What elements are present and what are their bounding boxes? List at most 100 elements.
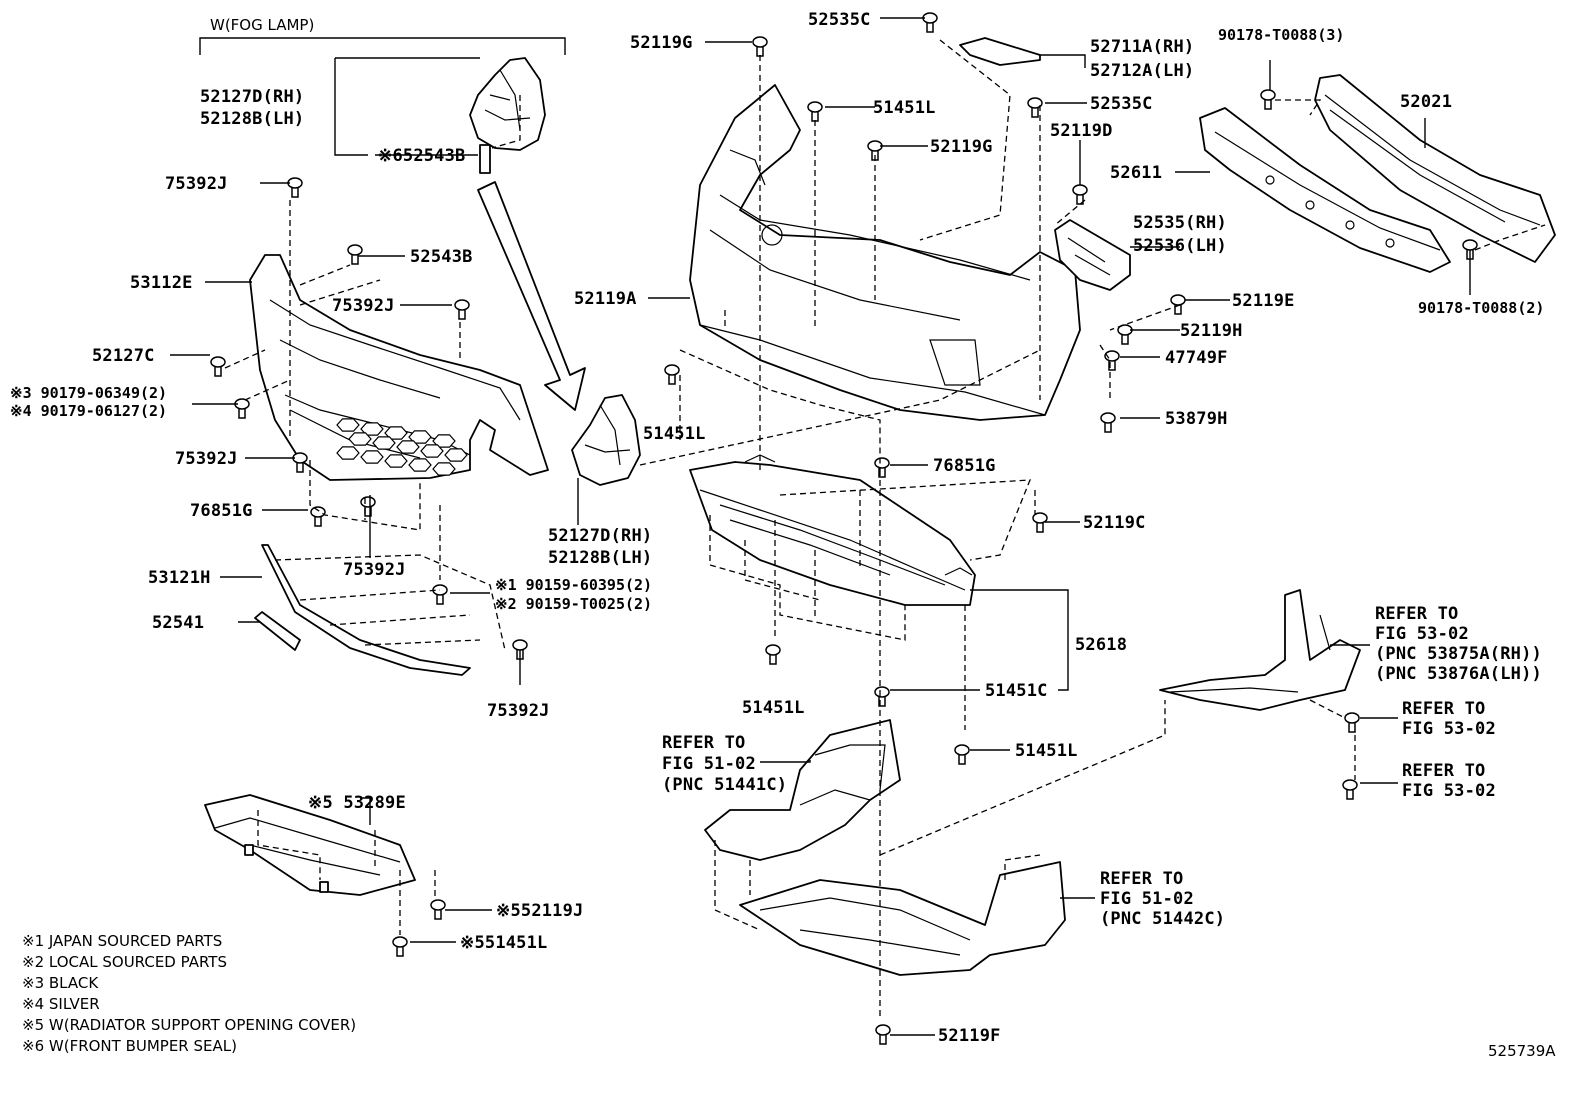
label-52128B-top[interactable]: 52128B(LH) (200, 109, 304, 129)
refer-text[interactable]: REFER TO (1375, 604, 1458, 624)
label-52119G-mid[interactable]: 52119G (930, 137, 993, 157)
label-52541[interactable]: 52541 (152, 613, 204, 633)
label-75392J-2[interactable]: 75392J (332, 296, 395, 316)
grille-honeycomb (336, 418, 468, 476)
label-51451L-top[interactable]: 51451L (873, 98, 936, 118)
refer-text[interactable]: FIG 53-02 (1402, 719, 1496, 739)
diagram-id: 525739A (1488, 1042, 1556, 1060)
label-52535[interactable]: 52535(RH) (1133, 213, 1227, 233)
label-52119G-top[interactable]: 52119G (630, 33, 693, 53)
label-52712A[interactable]: 52712A(LH) (1090, 61, 1194, 81)
fog-lamp-bezel-upper-drawing (469, 57, 546, 174)
label-52711A[interactable]: 52711A(RH) (1090, 37, 1194, 57)
fastener-clip (1027, 97, 1043, 118)
refer-text[interactable]: (PNC 53876A(LH)) (1375, 664, 1542, 684)
refer-text[interactable]: (PNC 51441C) (662, 775, 787, 795)
front-bumper-cover-drawing (689, 84, 1081, 421)
label-52543B-seal[interactable]: ※652543B (378, 146, 466, 166)
refer-text[interactable]: FIG 51-02 (1100, 889, 1194, 909)
label-52119D[interactable]: 52119D (1050, 121, 1113, 141)
label-51451L-mid[interactable]: 51451L (643, 424, 706, 444)
label-52119F[interactable]: 52119F (938, 1026, 1001, 1046)
fastener-clip (807, 101, 823, 122)
note-6: ※6 W(FRONT BUMPER SEAL) (22, 1037, 237, 1055)
grille-cell (420, 444, 444, 458)
grille-cell (444, 448, 468, 462)
label-52543B[interactable]: 52543B (410, 247, 473, 267)
label-52119A[interactable]: 52119A (574, 289, 637, 309)
label-52127C[interactable]: 52127C (92, 346, 155, 366)
label-47749F[interactable]: 47749F (1165, 348, 1228, 368)
fastener-clip (664, 364, 680, 385)
fog-lamp-group-label: W(FOG LAMP) (210, 16, 314, 34)
label-52021[interactable]: 52021 (1400, 92, 1452, 112)
note-1: ※1 JAPAN SOURCED PARTS (22, 932, 222, 950)
label-51451L-lower[interactable]: 51451L (742, 698, 805, 718)
fastener-clip (347, 244, 363, 265)
grille-cell (360, 422, 384, 436)
label-76851G-left[interactable]: 76851G (190, 501, 253, 521)
label-52536[interactable]: 52536(LH) (1133, 236, 1227, 256)
label-90178-T0088-3[interactable]: 90178-T0088(3) (1218, 26, 1344, 44)
grille-cell (384, 426, 408, 440)
label-52611[interactable]: 52611 (1110, 163, 1162, 183)
fastener-clip (875, 1024, 891, 1045)
label-90179-06127[interactable]: ※4 90179-06127(2) (10, 402, 167, 420)
label-52535C-top[interactable]: 52535C (808, 10, 871, 30)
refer-text[interactable]: (PNC 51442C) (1100, 909, 1225, 929)
label-52535C-right[interactable]: 52535C (1090, 94, 1153, 114)
label-90178-T0088-2[interactable]: 90178-T0088(2) (1418, 299, 1544, 317)
label-52119H[interactable]: 52119H (1180, 321, 1243, 341)
fastener-clip (1104, 350, 1120, 371)
fastener-clip (1032, 512, 1048, 533)
refer-text[interactable]: REFER TO (1402, 699, 1485, 719)
energy-absorber-drawing (1199, 107, 1451, 273)
fastener-clip (392, 936, 408, 957)
label-75392J-5[interactable]: 75392J (487, 701, 550, 721)
label-53121H[interactable]: 53121H (148, 568, 211, 588)
label-52119C[interactable]: 52119C (1083, 513, 1146, 533)
label-52119E[interactable]: 52119E (1232, 291, 1295, 311)
lower-moulding-drawing (254, 544, 471, 676)
upper-retainer-drawing (959, 37, 1041, 66)
lower-grille-drawing (249, 254, 549, 481)
label-53112E[interactable]: 53112E (130, 273, 193, 293)
side-bracket-drawing (1054, 219, 1131, 291)
fastener-clip (1170, 294, 1186, 315)
fastener-clip (1344, 712, 1360, 733)
label-90159-T0025[interactable]: ※2 90159-T0025(2) (495, 595, 652, 613)
label-90159-60395[interactable]: ※1 90159-60395(2) (495, 576, 652, 594)
fog-lamp-group-bracket: W(FOG LAMP) (199, 16, 566, 55)
refer-text[interactable]: FIG 53-02 (1402, 781, 1496, 801)
label-52127D-top[interactable]: 52127D(RH) (200, 87, 304, 107)
label-53879H[interactable]: 53879H (1165, 409, 1228, 429)
refer-text[interactable]: FIG 53-02 (1375, 624, 1469, 644)
label-75392J-1[interactable]: 75392J (165, 174, 228, 194)
label-51451C[interactable]: 51451C (985, 681, 1048, 701)
refer-text[interactable]: REFER TO (662, 733, 745, 753)
label-52119J[interactable]: ※552119J (496, 901, 584, 921)
refer-text[interactable]: REFER TO (1402, 761, 1485, 781)
fastener-clip (432, 584, 448, 605)
refer-text[interactable]: REFER TO (1100, 869, 1183, 889)
fastener-clip (1117, 324, 1133, 345)
label-90179-06349[interactable]: ※3 90179-06349(2) (10, 384, 167, 402)
grille-cell (336, 446, 360, 460)
fastener-clip (765, 644, 781, 665)
fastener-clip (1072, 184, 1088, 205)
label-76851G-right[interactable]: 76851G (933, 456, 996, 476)
label-75392J-3[interactable]: 75392J (175, 449, 238, 469)
refer-block-fig51-02-51442C: REFER TO FIG 51-02 (PNC 51442C) (1100, 869, 1225, 929)
label-51451L-bottom[interactable]: ※551451L (460, 933, 548, 953)
refer-block-fig53-02-b: REFER TO FIG 53-02 (1402, 699, 1496, 739)
label-51451L-right[interactable]: 51451L (1015, 741, 1078, 761)
label-52127D-lower[interactable]: 52127D(RH) (548, 526, 652, 546)
label-53289E[interactable]: ※5 53289E (308, 793, 406, 813)
note-3: ※3 BLACK (22, 974, 99, 992)
label-52128B-lower[interactable]: 52128B(LH) (548, 548, 652, 568)
label-52618[interactable]: 52618 (1075, 635, 1127, 655)
label-75392J-4[interactable]: 75392J (343, 560, 406, 580)
refer-text[interactable]: (PNC 53875A(RH)) (1375, 644, 1542, 664)
bumper-reinforcement-drawing (1314, 74, 1556, 263)
refer-text[interactable]: FIG 51-02 (662, 754, 756, 774)
